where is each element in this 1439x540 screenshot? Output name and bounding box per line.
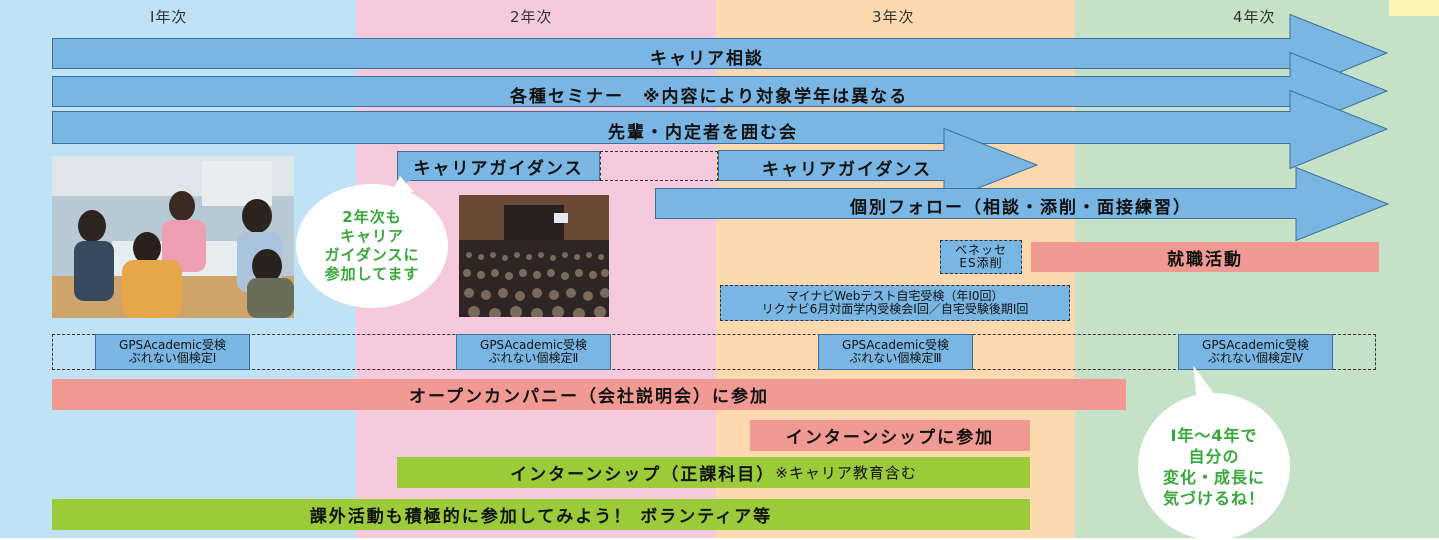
gps-line: ぶれない個検定Ⅱ [488,351,579,365]
bubble-line: 変化・成長に [1162,467,1265,487]
bubble-tail [392,176,414,192]
senpai-arrow [52,90,1388,170]
internship-bar: インターンシップに参加 [750,420,1030,451]
gps-box-year3: GPSAcademic受検ぶれない個検定Ⅲ [818,334,973,370]
bubble-line: 参加してます [324,265,420,283]
internship-course-bar: インターンシップ（正課科目）※キャリア教育含む [397,457,1030,488]
bubble-line: 気づけるね！ [1162,488,1265,508]
benesse-line: ベネッセ [954,243,1007,257]
gps-line: GPSAcademic受検 [1202,338,1309,352]
web-test-line: マイナビWebテスト自宅受検（年Ⅰ0回） [786,289,1004,303]
gps-line: ぶれない個検定Ⅲ [849,351,942,365]
year3-label: 3年次 [872,8,915,26]
gps-box-year4: GPSAcademic受検ぶれない個検定Ⅳ [1178,334,1333,370]
seminars-label: 各種セミナー ※内容により対象学年は異なる [510,87,909,107]
gps-line: GPSAcademic受検 [480,338,587,352]
gps-line: ぶれない個検定Ⅳ [1207,351,1304,365]
follow-arrow [655,167,1389,241]
senpai-label: 先輩・内定者を囲む会 [608,123,798,143]
year2-label: 2年次 [510,8,553,26]
gps-box-year1: GPSAcademic受検ぶれない個検定Ⅰ [95,334,250,370]
bubble-line: ガイダンスに [324,246,420,264]
web-test-box: マイナビWebテスト自宅受検（年Ⅰ0回） リクナビ6月対面学内受検会Ⅰ回／自宅受… [720,285,1070,321]
year2-guidance-bubble: 2年次も キャリア ガイダンスに 参加してます [296,184,448,308]
bubble-line: 2年次も [342,208,402,226]
bubble-line: キャリア [339,227,404,245]
bubble-line: 自分の [1188,446,1240,466]
gps-line: ぶれない個検定Ⅰ [128,351,217,365]
follow-label: 個別フォロー（相談・添削・面接練習） [850,198,1192,218]
guidance-arrow [718,128,1038,202]
internship-course-label: インターンシップ（正課科目） [510,465,776,485]
bubble-line: Ⅰ年～4年で [1170,425,1258,445]
benesse-box: ベネッセ ES添削 [940,240,1022,274]
open-company-bar: オープンカンパニー（会社説明会）に参加 [52,379,1126,410]
guidance-year2-box: キャリアガイダンス [397,151,600,181]
extracurricular-bar: 課外活動も積極的に参加してみよう！ ボランティア等 [52,499,1030,530]
guidance-dashed-extension [600,151,718,181]
corner-tab [1389,0,1439,16]
career-consult-label: キャリア相談 [650,49,764,69]
auditorium-photo [459,195,609,317]
growth-bubble: Ⅰ年～4年で 自分の 変化・成長に 気づけるね！ [1138,393,1290,540]
guidance-arrow-label: キャリアガイダンス [762,160,932,180]
students-photo [52,156,294,318]
gps-box-year2: GPSAcademic受検ぶれない個検定Ⅱ [456,334,611,370]
year1-label: Ⅰ年次 [150,8,188,26]
web-test-line: リクナビ6月対面学内受検会Ⅰ回／自宅受験後期Ⅰ回 [761,302,1029,316]
year4-label: 4年次 [1233,8,1276,26]
gps-strip [52,334,1376,370]
gps-line: GPSAcademic受検 [842,338,949,352]
internship-course-note: ※キャリア教育含む [775,464,917,482]
benesse-line: ES添削 [959,256,1003,270]
job-hunting-box: 就職活動 [1031,242,1379,272]
gps-line: GPSAcademic受検 [119,338,226,352]
